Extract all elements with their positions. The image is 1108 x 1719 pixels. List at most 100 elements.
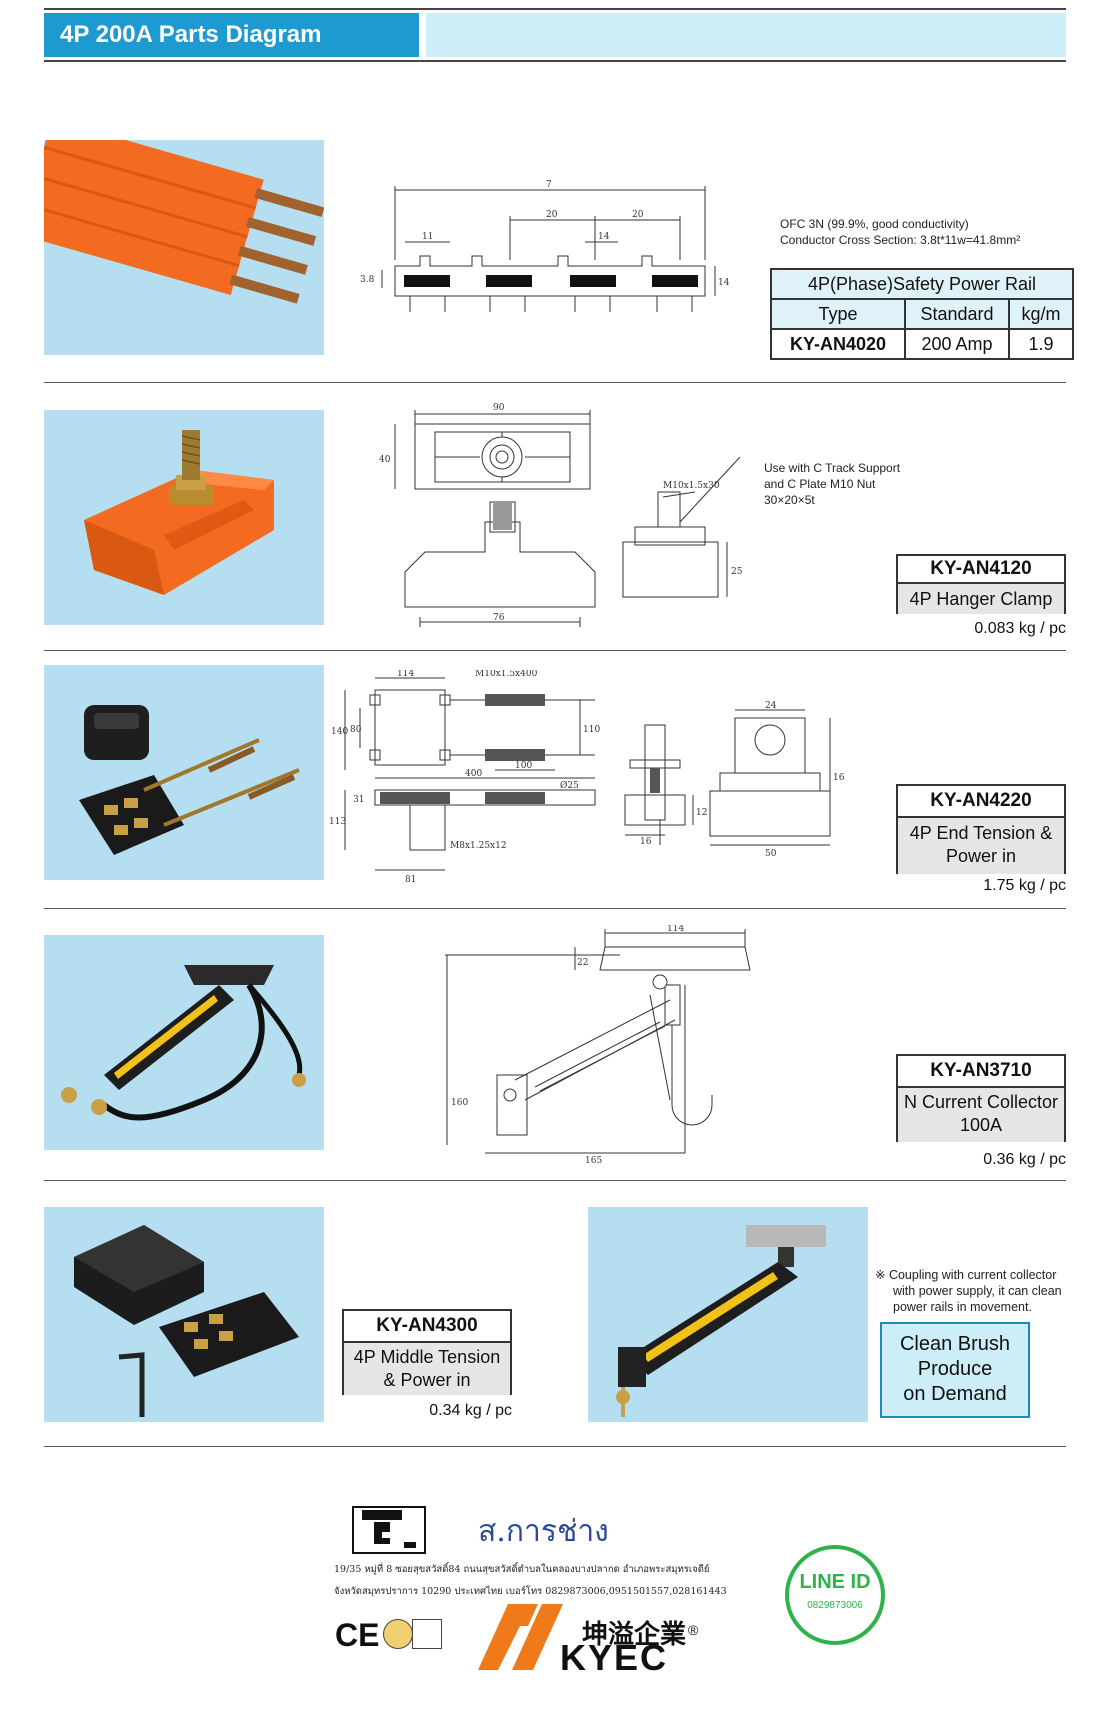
current-collector-photo: [44, 935, 324, 1150]
dim-113: 113: [329, 817, 346, 827]
rail-note-line1: OFC 3N (99.9%, good conductivity): [780, 217, 969, 231]
collector-card: KY-AN3710 N Current Collector 100A: [896, 1054, 1066, 1142]
section-divider: [44, 908, 1066, 909]
rail-note-line2: Conductor Cross Section: 3.8t*11w=41.8mm…: [780, 233, 1021, 247]
brand-cn: 坤溢企業: [582, 1619, 687, 1649]
header-band: [426, 13, 1066, 57]
hanger-clamp-drawing: 90 40 76 25 M10x1.5x30: [375, 402, 775, 632]
end-tension-card: KY-AN4220 4P End Tension & Power in: [896, 784, 1066, 874]
clean-brush-photo: [588, 1207, 868, 1422]
dim-24: 24: [765, 701, 777, 711]
middle-tension-name-line2: & Power in: [383, 1370, 471, 1390]
rail-col-weight: kg/m: [1008, 298, 1074, 330]
brush-note-line3: power rails in movement.: [893, 1300, 1032, 1314]
dim-110: 110: [583, 725, 600, 735]
section-divider: [44, 382, 1066, 383]
dim-22: 22: [577, 958, 588, 968]
collector-name-line1: N Current Collector: [903, 1092, 1059, 1112]
kyec-logo-mark: [478, 1604, 563, 1670]
hanger-note-line3: 30×20×5t: [764, 493, 815, 507]
hanger-note-line1: Use with C Track Support: [764, 461, 901, 475]
power-rail-drawing: 7 20 20 11 14 14 3.8: [360, 180, 740, 320]
dim-bolt: M10x1.5x30: [663, 481, 720, 491]
end-tension-model: KY-AN4220: [898, 786, 1064, 818]
dim-80: 80: [350, 725, 362, 735]
brush-note: ※ Coupling with current collector with p…: [875, 1267, 1062, 1315]
end-tension-name: 4P End Tension & Power in: [898, 818, 1064, 874]
address-line2: จังหวัดสมุทรปราการ 10290 ประเทศไทย เบอร์…: [334, 1586, 727, 1597]
dim-16h: 16: [833, 773, 845, 783]
middle-tension-card: KY-AN4300 4P Middle Tension & Power in: [342, 1309, 512, 1395]
company-name: ส.การช่าง: [478, 1514, 609, 1549]
dim-160: 160: [451, 1098, 468, 1108]
dim-d25: Ø25: [560, 780, 579, 791]
dim-14: 14: [598, 232, 610, 242]
middle-tension-name: 4P Middle Tension & Power in: [344, 1343, 510, 1395]
brush-note-line1: ※ Coupling with current collector: [875, 1268, 1057, 1282]
dim-16w: 16: [640, 837, 652, 847]
line-id-number: 0829873006: [807, 1600, 863, 1611]
dim-165: 165: [585, 1156, 602, 1165]
dim-25: 25: [731, 567, 743, 577]
middle-tension-name-line1: 4P Middle Tension: [353, 1347, 501, 1367]
company-logo: [352, 1506, 426, 1554]
dim-100: 100: [515, 761, 532, 771]
dim-40: 40: [379, 455, 391, 465]
collector-weight: 0.36 kg / pc: [983, 1151, 1066, 1168]
dim-screw: M8x1.25x12: [450, 841, 507, 851]
dim-50: 50: [765, 849, 777, 859]
dim-81: 81: [405, 875, 416, 885]
dim-total: 7: [546, 180, 552, 190]
address-line1: 19/35 หมู่ที่ 8 ซอยสุขสวัสดิ์84 ถนนสุขสว…: [334, 1564, 710, 1575]
end-tension-drawing: 114 M10x1.5x400 140 80 110 400 100 Ø25 1…: [325, 670, 915, 885]
rail-note: OFC 3N (99.9%, good conductivity) Conduc…: [780, 216, 1020, 248]
collector-name-line2: 100A: [959, 1115, 1003, 1135]
hanger-model: KY-AN4120: [898, 556, 1064, 584]
end-tension-name-line2: Power in: [945, 846, 1017, 866]
page-title: 4P 200A Parts Diagram: [44, 13, 419, 57]
ce-mark: CE: [335, 1617, 380, 1653]
end-tension-weight: 1.75 kg / pc: [983, 877, 1066, 894]
certification-icon: [412, 1619, 442, 1649]
dim-76: 76: [493, 613, 505, 623]
rail-model: KY-AN4020: [770, 328, 906, 360]
end-tension-name-line1: 4P End Tension &: [909, 823, 1053, 843]
rail-weight: 1.9: [1008, 328, 1074, 360]
line-id-badge[interactable]: LINE ID 0829873006: [785, 1545, 885, 1645]
rail-col-type: Type: [770, 298, 906, 330]
dim-140: 140: [331, 727, 348, 737]
brush-label-line1: Clean Brush: [899, 1333, 1011, 1355]
dim-3-8: 3.8: [360, 275, 375, 285]
section-divider: [44, 650, 1066, 651]
dim-20b: 20: [632, 210, 644, 220]
top-rule: [44, 8, 1066, 10]
collector-name: N Current Collector 100A: [898, 1088, 1064, 1142]
section-divider: [44, 1446, 1066, 1447]
hanger-clamp-photo: [44, 410, 324, 625]
hanger-card: KY-AN4120 4P Hanger Clamp: [896, 554, 1066, 614]
hanger-note-line2: and C Plate M10 Nut: [764, 477, 876, 491]
dim-114: 114: [667, 925, 684, 934]
rail-col-standard: Standard: [904, 298, 1010, 330]
middle-tension-photo: [44, 1207, 324, 1422]
rail-standard: 200 Amp: [904, 328, 1010, 360]
power-rail-photo: [44, 140, 324, 355]
clean-brush-label: Clean Brush Produce on Demand: [880, 1322, 1030, 1418]
header-rule: [44, 60, 1066, 62]
current-collector-drawing: 114 22 160 165: [445, 925, 775, 1165]
dim-400: 400: [465, 769, 482, 779]
middle-tension-model: KY-AN4300: [344, 1311, 510, 1343]
dim-90: 90: [493, 403, 505, 413]
line-id-label: LINE ID: [799, 1571, 871, 1593]
dim-114: 114: [397, 670, 414, 679]
dim-bolt-400: M10x1.5x400: [475, 670, 538, 679]
brand-en: KYEC: [560, 1637, 669, 1678]
hanger-name: 4P Hanger Clamp: [898, 584, 1064, 614]
registered-mark: ®: [688, 1622, 699, 1638]
quality-seal-icon: [383, 1619, 413, 1649]
dim-31: 31: [353, 795, 364, 805]
dim-12: 12: [696, 808, 707, 818]
section-divider: [44, 1180, 1066, 1181]
brush-note-line2: with power supply, it can clean: [893, 1284, 1062, 1298]
dim-11: 11: [422, 232, 433, 242]
